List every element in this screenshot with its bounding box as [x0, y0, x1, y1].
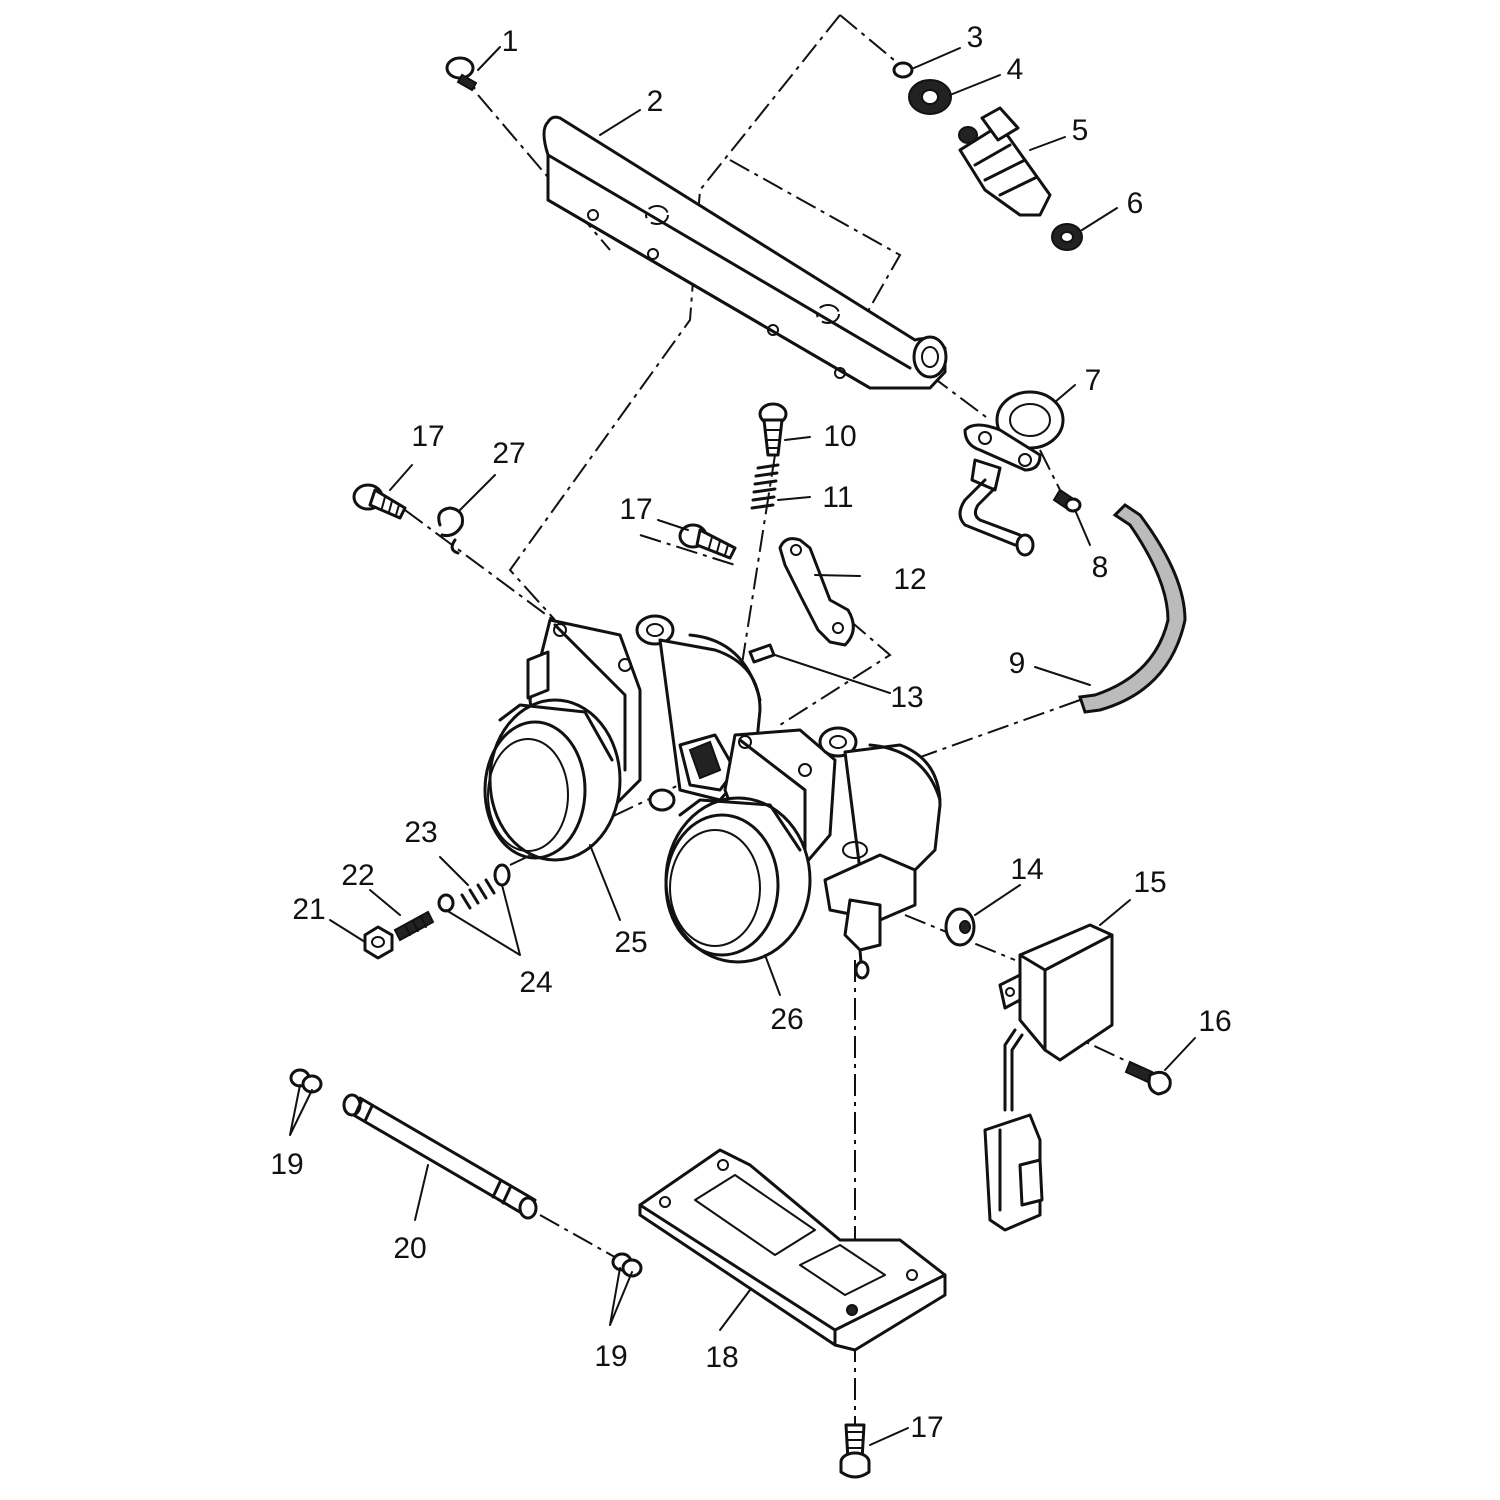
seal-6 — [1051, 223, 1083, 251]
label-part-6: 6 — [1126, 187, 1144, 220]
label-part-14: 14 — [1010, 853, 1044, 886]
label-part-3: 3 — [966, 21, 984, 54]
label-part-27: 27 — [492, 437, 526, 470]
label-part-26: 26 — [770, 1003, 804, 1036]
washer-14 — [944, 907, 976, 947]
label-part-7: 7 — [1084, 364, 1102, 397]
label-part-2: 2 — [646, 85, 664, 118]
bolt-17-left — [352, 483, 407, 520]
label-part-8: 8 — [1091, 551, 1109, 584]
label-part-9: 9 — [1008, 647, 1026, 680]
fuel-rail-2 — [542, 115, 948, 390]
centerline-rail-left — [508, 14, 841, 621]
leader-lines — [289, 46, 1196, 1446]
label-part-15: 15 — [1133, 866, 1167, 899]
nut-21 — [363, 925, 394, 960]
label-part-18: 18 — [705, 1341, 739, 1374]
label-part-21: 21 — [292, 893, 326, 926]
centerline-shaft — [539, 1214, 621, 1261]
label-part-17-bottom: 17 — [910, 1411, 944, 1444]
screw-16 — [1124, 1060, 1172, 1096]
pressure-regulator-7 — [958, 390, 1065, 557]
clip-27 — [437, 506, 464, 555]
clip-19-right — [611, 1252, 643, 1278]
label-part-25: 25 — [614, 926, 648, 959]
o-ring-3 — [892, 61, 914, 79]
label-part-23: 23 — [404, 816, 438, 849]
centerline-injector-top — [839, 14, 901, 66]
label-part-4: 4 — [1006, 53, 1024, 86]
bracket-12 — [778, 537, 855, 647]
spring-11 — [750, 463, 780, 510]
sensor-15 — [983, 923, 1114, 1232]
label-part-19-right: 19 — [594, 1340, 628, 1373]
grommet-4 — [908, 79, 952, 115]
injector-5 — [958, 106, 1052, 217]
label-part-16: 16 — [1198, 1005, 1232, 1038]
centerline-bolt-17-left — [404, 509, 561, 626]
label-part-24: 24 — [519, 966, 553, 999]
label-part-17-middle: 17 — [619, 493, 653, 526]
screw-8 — [1052, 488, 1082, 513]
screw-10 — [758, 402, 788, 457]
clip-19-left — [289, 1068, 323, 1094]
centerline-regulator — [929, 374, 991, 421]
centerline-bolt-17-mid — [639, 534, 736, 566]
hose-9 — [1078, 503, 1187, 714]
label-part-1: 1 — [501, 25, 519, 58]
label-part-13: 13 — [890, 681, 924, 714]
throttle-body-assembly — [483, 614, 942, 980]
pin-13 — [748, 643, 776, 664]
label-part-17-left: 17 — [411, 420, 445, 453]
label-part-11: 11 — [822, 481, 854, 514]
label-part-20: 20 — [393, 1232, 427, 1265]
washer-24b — [493, 863, 511, 887]
label-part-10: 10 — [823, 420, 857, 453]
label-part-5: 5 — [1071, 114, 1089, 147]
plate-18 — [638, 1148, 947, 1352]
washer-24a — [437, 893, 455, 913]
label-part-22: 22 — [341, 859, 375, 892]
label-part-12: 12 — [893, 563, 927, 596]
shaft-20 — [342, 1093, 538, 1220]
label-part-19-left: 19 — [270, 1148, 304, 1181]
screw-22 — [393, 910, 435, 942]
bolt-17-bottom — [839, 1423, 871, 1479]
screw-1 — [445, 56, 478, 92]
centerline-rail-right — [729, 159, 902, 326]
spring-23 — [460, 878, 496, 910]
